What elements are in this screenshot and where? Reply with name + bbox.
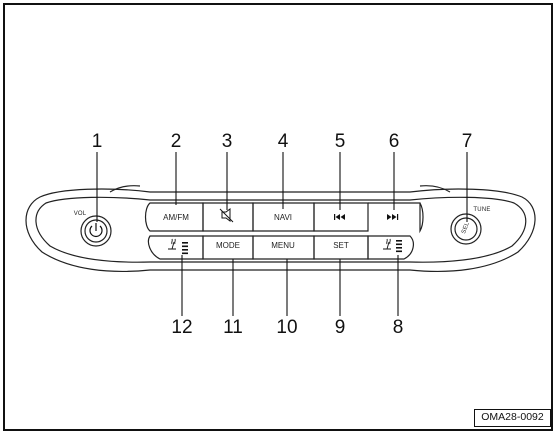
seat-level-bars-right [396,240,402,253]
navi-button[interactable]: NAVI [273,213,293,222]
callout-2: 2 [170,131,182,152]
callout-7: 7 [461,131,473,152]
callout-6: 6 [388,131,400,152]
tune-knob-outer [450,213,482,245]
button-amfm-outline [144,202,204,232]
button-seat-left-outline [147,235,204,260]
figure-frame [3,3,553,431]
amfm-button[interactable]: AM/FM [163,213,189,222]
volume-knob-outer [80,215,112,247]
seat-heater-icon [383,238,391,250]
volume-knob-inner [84,219,108,243]
mode-button[interactable]: MODE [216,241,240,250]
tune-knob-inner [454,217,478,241]
callout-1: 1 [91,131,103,152]
button-next-outline [368,202,424,234]
callout-10: 10 [276,317,298,338]
button-seat-right-outline [367,235,414,260]
callout-3: 3 [221,131,233,152]
panel-inner-outline [35,196,527,263]
mute-icon [219,208,234,223]
next-track-icon [387,214,399,220]
figure-code: OMA28-0092 [474,409,551,427]
prev-track-icon [334,214,345,220]
vol-label: VOL [73,211,87,217]
callout-8: 8 [392,317,404,338]
panel-outer-outline [25,188,536,272]
callout-leaders [96,152,468,316]
callout-4: 4 [277,131,289,152]
button-prev-outline [313,202,369,232]
callout-12: 12 [171,317,193,338]
tune-label: TUNE [473,207,491,213]
callout-5: 5 [334,131,346,152]
seat-heater-icon [168,238,176,250]
seat-level-bars-left [182,242,188,255]
callout-9: 9 [334,317,346,338]
menu-button[interactable]: MENU [271,241,295,250]
power-icon [89,223,103,237]
callout-11: 11 [223,317,243,338]
set-button[interactable]: SET [333,241,349,250]
